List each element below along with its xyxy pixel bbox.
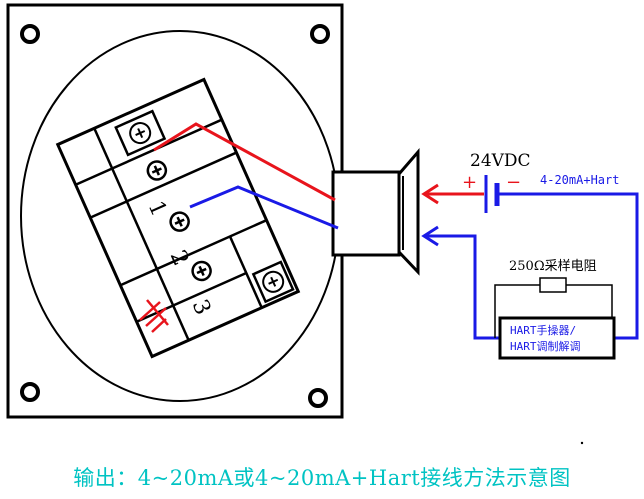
hart-device-box (498, 316, 616, 360)
positive-wire (153, 122, 336, 202)
resistor-label: 250Ω采样电阻 (509, 259, 597, 274)
supply-voltage-label: 24VDC (470, 151, 531, 171)
resistor-branch-wire (494, 284, 540, 338)
battery-minus-label: − (506, 172, 521, 193)
terminal-block: 1 2 3 (55, 77, 301, 359)
resistor-symbol (539, 277, 567, 293)
positive-arrow (421, 183, 439, 205)
terminal-screw-2 (169, 211, 190, 232)
mounting-hole-top-right (310, 24, 330, 44)
plus-screw-top (114, 109, 167, 157)
terminal-screw-1 (146, 160, 168, 181)
negative-wire (189, 185, 339, 230)
hart-device-label-line2: HART调制解调 (510, 339, 581, 353)
cable-gland (331, 147, 420, 276)
negative-arrow (421, 225, 439, 247)
mounting-hole-bottom-right (308, 388, 328, 408)
mounting-hole-top-left (20, 24, 40, 44)
terminal-screw-3 (191, 260, 212, 282)
loop-wire-top (497, 192, 639, 340)
diagram-caption: 输出：4~20mA或4~20mA+Hart接线方法示意图 (73, 466, 571, 490)
stray-dot (580, 441, 584, 445)
battery-plus-label: + (462, 172, 477, 193)
plus-screw-bottom (251, 260, 295, 304)
ground-symbol (139, 299, 169, 333)
hart-device-label-line1: HART手操器/ (510, 323, 576, 337)
loop-wire-return (424, 234, 502, 340)
loop-current-label: 4-20mA+Hart (540, 173, 619, 187)
mounting-hole-bottom-left (20, 382, 40, 402)
